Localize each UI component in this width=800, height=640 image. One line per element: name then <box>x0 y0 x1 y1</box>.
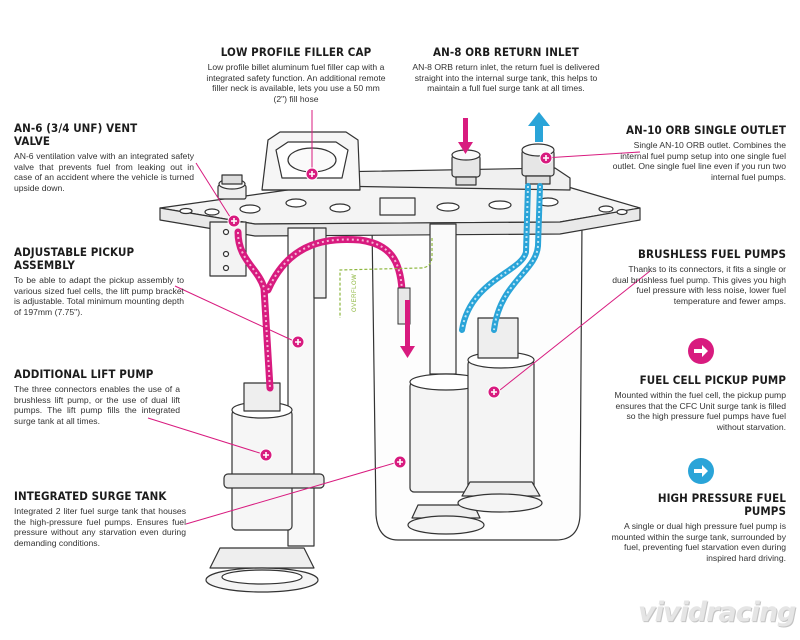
callout-title: ADDITIONAL LIFT PUMP <box>14 367 154 381</box>
callout-vent-valve: AN-6 (3/4 UNF) VENT VALVE AN-6 ventilati… <box>14 122 194 193</box>
callout-return-inlet: AN-8 ORB RETURN INLET AN-8 ORB return in… <box>410 46 602 94</box>
callout-title: ADJUSTABLE PICKUP ASSEMBLY <box>14 245 135 272</box>
callout-title: AN-6 (3/4 UNF) VENT VALVE <box>14 121 138 148</box>
blue-arrow-legend <box>688 458 714 484</box>
callout-fuel-cell-pickup: FUEL CELL PICKUP PUMP Mounted within the… <box>610 373 787 432</box>
callout-text: AN-8 ORB return inlet, the return fuel i… <box>412 62 600 94</box>
callout-title: LOW PROFILE FILLER CAP <box>220 45 372 59</box>
callout-brushless-pumps: BRUSHLESS FUEL PUMPS Thanks to its conne… <box>612 248 786 306</box>
blue-braided-line-2 <box>459 183 531 333</box>
callout-text: Thanks to its connectors, it fits a sing… <box>612 264 786 306</box>
pink-arrow-legend <box>688 338 714 364</box>
lift-pump <box>231 409 293 531</box>
callout-text: AN-6 ventilation valve with an integrate… <box>14 151 194 193</box>
callout-text: A single or dual high pressure fuel pump… <box>611 521 786 563</box>
overflow-path <box>339 238 433 318</box>
callout-surge-tank: INTEGRATED SURGE TANK Integrated 2 liter… <box>14 490 186 548</box>
callout-text: The three connectors enables the use of … <box>14 384 180 426</box>
callout-filler-cap: LOW PROFILE FILLER CAP Low profile bille… <box>206 46 386 104</box>
pink-braided-line-left <box>234 228 274 392</box>
callout-title: AN-8 ORB RETURN INLET <box>433 45 579 59</box>
callout-pickup-assembly: ADJUSTABLE PICKUP ASSEMBLY To be able to… <box>14 246 184 317</box>
arrow-right-icon <box>694 345 708 357</box>
callout-title: HIGH PRESSURE FUEL PUMPS <box>657 491 786 518</box>
vividracing-logo: vividracing <box>638 597 796 628</box>
callout-hp-pumps: HIGH PRESSURE FUEL PUMPS A single or dua… <box>604 492 786 563</box>
callout-text: Low profile billet aluminum fuel filler … <box>206 62 386 104</box>
blue-flow-arrow <box>528 112 550 142</box>
callout-title: BRUSHLESS FUEL PUMPS <box>638 247 786 261</box>
callout-lift-pump: ADDITIONAL LIFT PUMP The three connector… <box>14 368 180 426</box>
callout-text: Mounted within the fuel cell, the pickup… <box>614 390 787 432</box>
arrow-right-icon <box>694 465 708 477</box>
callout-text: To be able to adapt the pickup assembly … <box>14 275 184 317</box>
callout-text: Single AN-10 ORB outlet. Combines the in… <box>612 140 786 182</box>
callout-title: FUEL CELL PICKUP PUMP <box>639 373 786 387</box>
hp-pump-1 <box>467 359 535 491</box>
callout-text: Integrated 2 liter fuel surge tank that … <box>14 506 186 548</box>
overflow-label: OVERFLOW <box>352 274 358 312</box>
callout-single-outlet: AN-10 ORB SINGLE OUTLET Single AN-10 ORB… <box>604 124 786 182</box>
pink-flow-arrows <box>400 118 473 358</box>
callout-title: INTEGRATED SURGE TANK <box>14 489 167 503</box>
callout-title: AN-10 ORB SINGLE OUTLET <box>625 123 786 137</box>
